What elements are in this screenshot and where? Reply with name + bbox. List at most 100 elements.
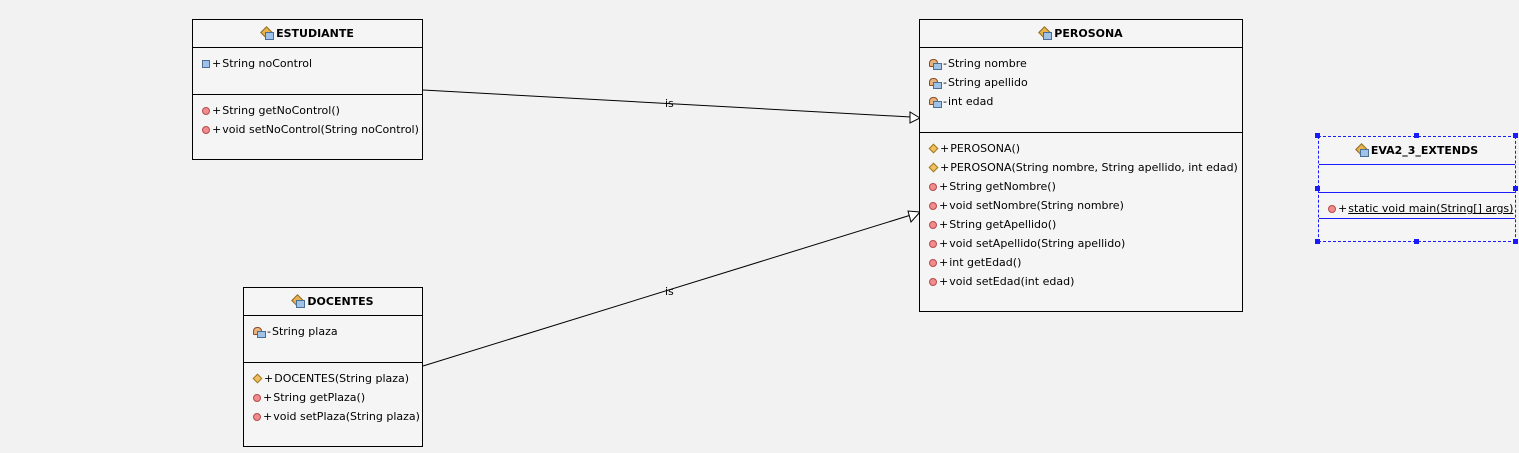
method-row[interactable]: + String getNombre() [920,177,1242,196]
class-icon [292,296,306,308]
methods-section: + String getNoControl() + void setNoCont… [193,95,422,139]
resize-handle-sw[interactable] [1315,239,1320,244]
visibility-marker: - [943,95,947,108]
method-row[interactable]: + void setPlaza(String plaza) [244,407,422,426]
visibility-marker: + [939,275,949,288]
private-field-icon [929,96,942,108]
method-row[interactable]: + int getEdad() [920,253,1242,272]
methods-section: + PEROSONA() + PEROSONA(String nombre, S… [920,133,1242,291]
methods-section: + DOCENTES(String plaza) + String getPla… [244,363,422,426]
visibility-marker: - [943,76,947,89]
public-method-icon [929,201,937,210]
class-box-perosona[interactable]: PEROSONA - String nombre - String apelli… [919,19,1243,312]
resize-handle-n[interactable] [1414,133,1419,138]
visibility-marker: + [263,391,273,404]
class-box-estudiante[interactable]: ESTUDIANTE + String noControl + String g… [192,19,423,160]
class-icon [261,28,275,40]
resize-handle-se[interactable] [1513,239,1518,244]
visibility-marker: + [940,161,950,174]
method-text: PEROSONA() [950,142,1021,155]
public-method-icon [202,125,210,134]
class-header: ESTUDIANTE [193,20,422,48]
method-row[interactable]: + void setNoControl(String noControl) [193,120,422,139]
resize-handle-ne[interactable] [1513,133,1518,138]
attributes-section: - String plaza [244,316,422,363]
class-icon [1039,28,1053,40]
method-text: String getPlaza() [273,391,366,404]
method-text: String getNombre() [949,180,1056,193]
attribute-text: int edad [947,95,994,108]
attributes-section [1319,165,1515,193]
method-row[interactable]: + DOCENTES(String plaza) [244,369,422,388]
attribute-text: String nombre [947,57,1027,70]
constructor-icon [928,143,939,154]
attributes-section: - String nombre - String apellido - int … [920,48,1242,133]
method-row[interactable]: + void setApellido(String apellido) [920,234,1242,253]
attribute-text: String apellido [947,76,1028,89]
visibility-marker: + [939,256,949,269]
public-method-icon [1328,204,1336,213]
visibility-marker: + [939,237,949,250]
method-row[interactable]: + PEROSONA(String nombre, String apellid… [920,158,1242,177]
resize-handle-s[interactable] [1414,239,1419,244]
visibility-marker: - [267,325,271,338]
constructor-icon [252,373,263,384]
public-method-icon [929,277,937,286]
constructor-icon [928,162,939,173]
visibility-marker: + [940,142,950,155]
visibility-marker: + [263,410,273,423]
public-method-icon [929,258,937,267]
visibility-marker: + [212,104,222,117]
inheritance-edge-estudiante[interactable] [422,89,912,118]
visibility-marker: + [939,199,949,212]
method-text: DOCENTES(String plaza) [274,372,410,385]
public-method-icon [202,106,210,115]
edge-label-docentes: is [665,285,674,298]
method-text: PEROSONA(String nombre, String apellido,… [950,161,1238,174]
class-name: EVA2_3_EXTENDS [1370,144,1479,157]
method-row[interactable]: + void setEdad(int edad) [920,272,1242,291]
class-name: DOCENTES [307,295,374,308]
class-box-eva2-3-extends[interactable]: EVA2_3_EXTENDS + static void main(String… [1318,136,1516,242]
class-box-docentes[interactable]: DOCENTES - String plaza + DOCENTES(Strin… [243,287,423,447]
visibility-marker: + [212,57,222,70]
private-field-icon [929,77,942,89]
method-text: int getEdad() [949,256,1022,269]
attribute-row[interactable]: - String apellido [920,73,1242,92]
public-field-icon [202,59,210,68]
inheritance-edge-docentes[interactable] [422,214,912,367]
class-name: ESTUDIANTE [276,27,354,40]
method-row[interactable]: + String getNoControl() [193,101,422,120]
attributes-section: + String noControl [193,48,422,95]
resize-handle-e[interactable] [1513,186,1518,191]
generalization-arrowhead [909,111,922,124]
method-text: void setNombre(String nombre) [949,199,1124,212]
visibility-marker: + [1338,202,1348,215]
private-field-icon [929,58,942,70]
method-row[interactable]: + String getApellido() [920,215,1242,234]
method-row[interactable]: + static void main(String[] args) [1319,199,1515,218]
class-header: PEROSONA [920,20,1242,48]
attribute-text: String plaza [271,325,338,338]
class-name: PEROSONA [1054,27,1123,40]
method-text: void setApellido(String apellido) [949,237,1126,250]
resize-handle-w[interactable] [1315,186,1320,191]
method-row[interactable]: + String getPlaza() [244,388,422,407]
method-text: void setEdad(int edad) [949,275,1075,288]
attribute-row[interactable]: + String noControl [193,54,422,73]
public-method-icon [929,182,937,191]
attribute-row[interactable]: - String plaza [244,322,422,341]
method-text: String getNoControl() [222,104,340,117]
class-header: EVA2_3_EXTENDS [1319,137,1515,165]
method-row[interactable]: + void setNombre(String nombre) [920,196,1242,215]
resize-handle-nw[interactable] [1315,133,1320,138]
attribute-row[interactable]: - String nombre [920,54,1242,73]
public-method-icon [929,220,937,229]
methods-section: + static void main(String[] args) [1319,193,1515,219]
visibility-marker: - [943,57,947,70]
visibility-marker: + [939,218,949,231]
method-row[interactable]: + PEROSONA() [920,139,1242,158]
attribute-row[interactable]: - int edad [920,92,1242,111]
method-text: static void main(String[] args) [1348,202,1514,215]
